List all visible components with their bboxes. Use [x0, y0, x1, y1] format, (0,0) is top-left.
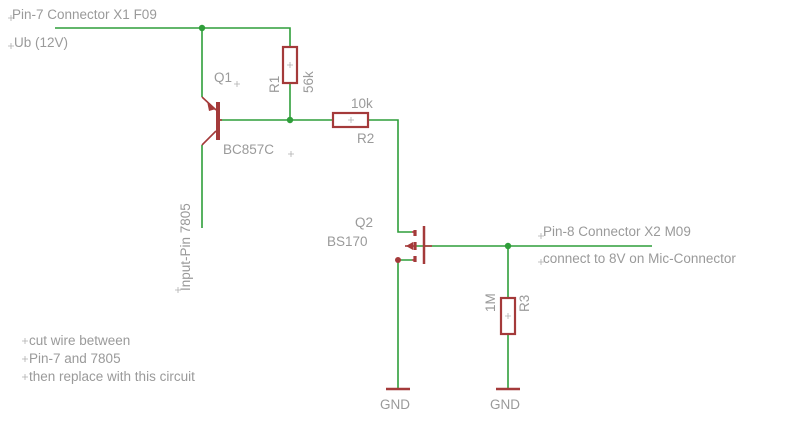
wire-q2-source: [397, 259, 412, 388]
transistor-q1: [201, 96, 222, 146]
q1-emitter-arrow: [207, 101, 216, 111]
mosfet-q2: [395, 226, 432, 264]
q2-arrow: [406, 242, 413, 250]
wires: [55, 27, 652, 388]
junction-output: [504, 242, 512, 250]
resistor-r3: [499, 296, 517, 336]
connect-label: connect to 8V on Mic-Connector: [543, 251, 736, 266]
junction-base: [286, 116, 294, 124]
junction-supply: [198, 24, 206, 32]
q1-name: Q1: [214, 70, 232, 85]
resistor-r1: [281, 45, 299, 85]
pin7-label: Pin-7 Connector X1 F09: [12, 7, 157, 22]
junctions: [198, 24, 512, 250]
input-pin-label: Input-Pin 7805: [178, 203, 193, 291]
pin8-label: Pin-8 Connector X2 M09: [543, 224, 691, 239]
r3-value: 1M: [483, 293, 498, 312]
gnd-left-label: GND: [380, 397, 410, 412]
q1-value: BC857C: [223, 142, 274, 157]
ub-label: Ub (12V): [14, 35, 68, 50]
origin-marks: [8, 15, 544, 380]
gnd-right-label: GND: [490, 397, 520, 412]
r1-value: 56k: [301, 71, 316, 93]
r2-value: 10k: [351, 96, 373, 111]
note-line-1: cut wire between: [29, 333, 130, 348]
resistor-r2: [331, 111, 370, 129]
note-line-2: Pin-7 and 7805: [29, 351, 121, 366]
q2-value: BS170: [327, 234, 368, 249]
wire-r2-to-q2: [368, 119, 412, 233]
q2-name: Q2: [355, 215, 373, 230]
note-line-3: then replace with this circuit: [29, 369, 195, 384]
r2-name: R2: [357, 131, 374, 146]
r1-name: R1: [267, 76, 282, 93]
r3-name: R3: [517, 295, 532, 312]
wire-supply-top: [55, 27, 291, 47]
q2-source-dot: [395, 257, 401, 263]
